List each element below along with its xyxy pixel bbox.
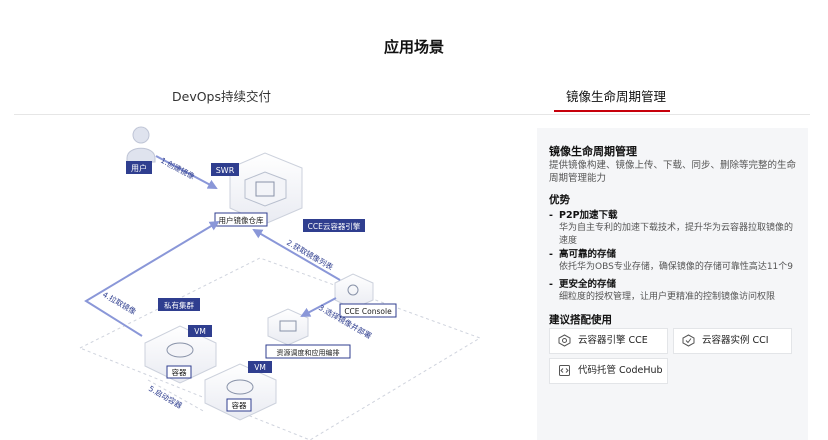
user-icon <box>126 126 156 163</box>
cce-engine-label: CCE云容器引擎 <box>308 221 361 231</box>
architecture-diagram: 用户 SWR 用户镜像仓库 CCE云容器引擎 CCE Console 资源调度和… <box>78 126 482 440</box>
user-label: 用户 <box>131 163 147 173</box>
panel-title: 镜像生命周期管理 <box>549 145 637 158</box>
advantage-item: -更安全的存储 细粒度的授权管理，让用户更精准的控制镜像访问权限 <box>549 278 799 304</box>
service-cce-link[interactable]: 云容器引擎 CCE <box>549 328 668 354</box>
container-2-label: 容器 <box>232 400 247 410</box>
arrow-get-list <box>252 228 341 281</box>
arrow-start-container <box>147 379 206 413</box>
service-cci-link[interactable]: 云容器实例 CCI <box>673 328 792 354</box>
arrow-create-image <box>155 155 218 189</box>
advantage-title: 高可靠的存储 <box>559 249 617 260</box>
container-1-box <box>166 365 192 379</box>
repo-label: 用户镜像仓库 <box>219 215 264 225</box>
swr-repository-icon <box>229 152 303 225</box>
advantage-item: -高可靠的存储 依托华为OBS专业存储，确保镜像的存储可靠性高达11个9 <box>549 248 799 274</box>
scheduler-label: 资源调度和应用编排 <box>277 348 340 357</box>
private-cluster-label: 私有集群 <box>164 300 194 310</box>
service-codehub-link[interactable]: 代码托管 CodeHub <box>549 358 668 384</box>
vm-tag-2: VM <box>254 363 266 372</box>
cce-engine-box <box>303 219 365 232</box>
arrow-pull-image <box>84 220 220 337</box>
cce-console-box <box>339 303 397 318</box>
codehub-icon <box>559 365 570 376</box>
container-1-label: 容器 <box>172 367 187 377</box>
container-2-box <box>226 398 252 412</box>
advantage-title: 更安全的存储 <box>559 279 617 290</box>
step-label-4: 4.拉取镜像 <box>101 289 139 316</box>
vm-tag-1-box <box>188 325 212 337</box>
vm-tag-1: VM <box>194 327 206 336</box>
page-title: 应用场景 <box>383 38 444 56</box>
swr-tag: SWR <box>216 166 235 175</box>
step-label-2: 2.获取镜像列表 <box>285 237 336 272</box>
info-panel: 镜像生命周期管理 提供镜像构建、镜像上传、下载、同步、删除等完整的生命周期管理能… <box>537 128 808 440</box>
bullet-dash: - <box>549 279 553 290</box>
bullet-dash: - <box>549 210 553 221</box>
tab-image-lifecycle[interactable]: 镜像生命周期管理 <box>566 89 667 104</box>
swr-tag-box <box>211 163 239 176</box>
user-label-box <box>126 161 152 174</box>
vm-node-1 <box>144 325 217 384</box>
repo-label-box <box>214 212 268 227</box>
advantage-desc: 华为自主专利的加速下载技术，提升华为云容器拉取镜像的速度 <box>559 223 794 246</box>
cce-console-icon <box>334 273 374 310</box>
step-label-1: 1.创建镜像 <box>159 155 197 182</box>
advantages-heading: 优势 <box>549 194 570 206</box>
active-tab-indicator <box>554 110 670 112</box>
recommended-heading: 建议搭配使用 <box>549 314 612 326</box>
vm-node-2 <box>204 363 277 421</box>
cce-icon <box>558 334 571 347</box>
service-codehub-label: 代码托管 CodeHub <box>578 365 663 376</box>
advantage-title: P2P加速下载 <box>559 210 618 221</box>
tab-devops[interactable]: DevOps持续交付 <box>172 89 271 104</box>
scheduler-box <box>265 344 351 359</box>
advantage-item: -P2P加速下载 华为自主专利的加速下载技术，提升华为云容器拉取镜像的速度 <box>549 209 799 248</box>
bullet-dash: - <box>549 249 553 260</box>
scheduler-icon <box>267 308 309 346</box>
service-cce-label: 云容器引擎 CCE <box>578 335 648 346</box>
advantage-desc: 细粒度的授权管理，让用户更精准的控制镜像访问权限 <box>559 292 776 302</box>
cci-icon <box>682 334 695 347</box>
panel-description: 提供镜像构建、镜像上传、下载、同步、删除等完整的生命周期管理能力 <box>549 160 797 184</box>
private-cluster-box <box>158 298 200 311</box>
service-cci-label: 云容器实例 CCI <box>702 335 769 346</box>
arrow-deploy <box>300 297 337 317</box>
vm-tag-2-box <box>248 361 272 373</box>
tab-bar: DevOps持续交付 镜像生命周期管理 <box>14 86 810 115</box>
cce-console-label: CCE Console <box>344 307 392 316</box>
advantage-desc: 依托华为OBS专业存储，确保镜像的存储可靠性高达11个9 <box>559 262 793 272</box>
